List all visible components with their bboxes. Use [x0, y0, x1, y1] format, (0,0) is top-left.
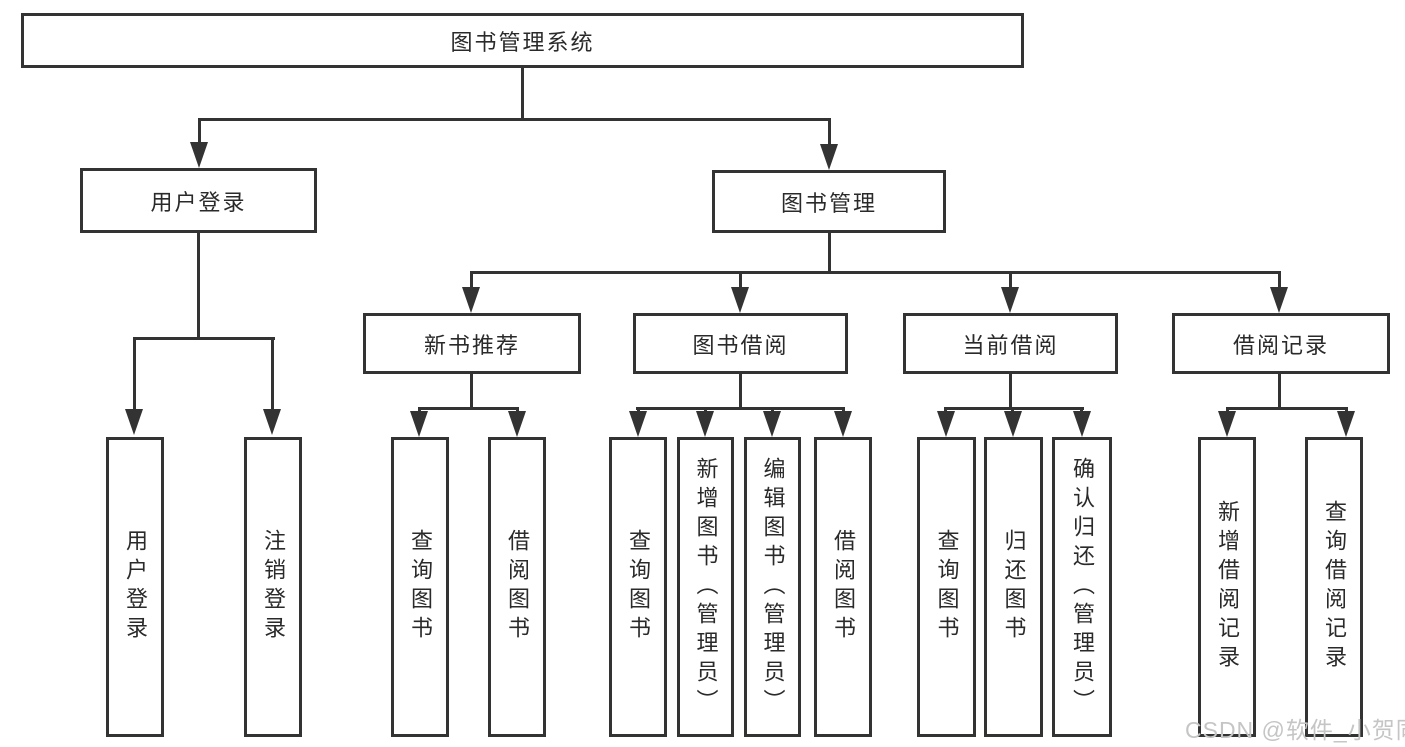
leaf-query-books-current-label: 查询图书: [934, 529, 960, 645]
node-user-login: 用户登录: [80, 168, 317, 233]
arrow-down-icon: [731, 287, 749, 313]
arrow-down-icon: [190, 142, 208, 168]
leaf-add-borrow-record-label: 新增借阅记录: [1215, 500, 1240, 674]
watermark: CSDN @软件_小贺同学: [1185, 717, 1405, 743]
arrow-down-icon: [1073, 411, 1091, 437]
connector-segment: [198, 118, 201, 146]
arrow-down-icon: [263, 409, 281, 435]
connector-segment: [1009, 374, 1012, 407]
leaf-borrow-books-recommend: 借阅图书: [488, 437, 546, 737]
leaf-query-borrow-record-label: 查询借阅记录: [1322, 500, 1347, 674]
leaf-borrow-books-borrowing: 借阅图书: [814, 437, 872, 737]
connector-segment: [739, 374, 742, 407]
connector-segment: [771, 407, 774, 413]
connector-segment: [197, 233, 200, 337]
arrow-down-icon: [125, 409, 143, 435]
connector-segment: [636, 407, 845, 410]
node-root: 图书管理系统: [21, 13, 1024, 68]
connector-segment: [470, 271, 1281, 274]
connector-segment: [271, 337, 274, 411]
arrow-down-icon: [937, 411, 955, 437]
node-current-borrowing: 当前借阅: [903, 313, 1118, 374]
connector-segment: [516, 407, 519, 413]
arrow-down-icon: [629, 411, 647, 437]
arrow-down-icon: [1004, 411, 1022, 437]
connector-segment: [470, 374, 473, 407]
leaf-add-borrow-record: 新增借阅记录: [1198, 437, 1256, 737]
leaf-query-books-recommend-label: 查询图书: [408, 529, 433, 645]
arrow-down-icon: [820, 144, 838, 170]
connector-segment: [418, 407, 421, 413]
node-book-management: 图书管理: [712, 170, 946, 233]
connector-segment: [470, 271, 473, 289]
arrow-down-icon: [1270, 287, 1288, 313]
leaf-borrow-books-recommend-label: 借阅图书: [505, 529, 530, 645]
connector-segment: [828, 118, 831, 146]
leaf-query-borrow-record: 查询借阅记录: [1305, 437, 1363, 737]
leaf-logout-label: 注销登录: [261, 529, 286, 645]
leaf-borrow-books-borrowing-label: 借阅图书: [831, 529, 856, 645]
connector-segment: [1011, 407, 1014, 413]
arrow-down-icon: [763, 411, 781, 437]
node-new-book-recommend-label: 新书推荐: [423, 332, 520, 358]
node-root-label: 图书管理系统: [450, 29, 595, 55]
arrow-down-icon: [1337, 411, 1355, 437]
node-book-management-label: 图书管理: [780, 190, 877, 216]
connector-segment: [1009, 271, 1012, 289]
connector-segment: [637, 407, 640, 413]
connector-segment: [134, 337, 275, 340]
connector-segment: [198, 118, 831, 121]
connector-segment: [842, 407, 845, 413]
node-borrow-records-label: 借阅记录: [1232, 332, 1329, 358]
arrow-down-icon: [1218, 411, 1236, 437]
leaf-query-books-current: 查询图书: [917, 437, 976, 737]
leaf-edit-books-admin-label: 编辑图书（管理员）: [760, 456, 786, 718]
connector-segment: [1278, 374, 1281, 407]
node-book-borrowing-label: 图书借阅: [692, 332, 789, 358]
node-borrow-records: 借阅记录: [1172, 313, 1390, 374]
node-book-borrowing: 图书借阅: [633, 313, 848, 374]
connector-segment: [704, 407, 707, 413]
connector-segment: [1226, 407, 1348, 410]
connector-segment: [1278, 271, 1281, 289]
leaf-query-books-recommend: 查询图书: [391, 437, 449, 737]
connector-segment: [944, 407, 947, 413]
leaf-confirm-return-admin-label: 确认归还（管理员）: [1070, 456, 1095, 718]
leaf-user-login: 用户登录: [106, 437, 164, 737]
arrow-down-icon: [508, 411, 526, 437]
node-current-borrowing-label: 当前借阅: [962, 332, 1059, 358]
leaf-user-login-label: 用户登录: [123, 529, 148, 645]
arrow-down-icon: [834, 411, 852, 437]
connector-segment: [133, 337, 136, 411]
arrow-down-icon: [696, 411, 714, 437]
arrow-down-icon: [462, 287, 480, 313]
connector-segment: [828, 233, 831, 271]
connector-segment: [418, 407, 519, 410]
leaf-add-books-admin-label: 新增图书（管理员）: [693, 456, 719, 718]
leaf-return-books: 归还图书: [984, 437, 1043, 737]
connector-segment: [739, 271, 742, 289]
node-user-login-label: 用户登录: [150, 189, 247, 215]
leaf-query-books-borrowing-label: 查询图书: [626, 529, 651, 645]
connector-segment: [944, 407, 1084, 410]
leaf-logout: 注销登录: [244, 437, 302, 737]
connector-segment: [1345, 407, 1348, 413]
connector-segment: [1226, 407, 1229, 413]
arrow-down-icon: [1001, 287, 1019, 313]
connector-segment: [1080, 407, 1083, 413]
arrow-down-icon: [410, 411, 428, 437]
leaf-query-books-borrowing: 查询图书: [609, 437, 667, 737]
node-new-book-recommend: 新书推荐: [363, 313, 581, 374]
leaf-edit-books-admin: 编辑图书（管理员）: [744, 437, 801, 737]
leaf-confirm-return-admin: 确认归还（管理员）: [1052, 437, 1112, 737]
connector-segment: [521, 68, 524, 118]
leaf-return-books-label: 归还图书: [1001, 529, 1027, 645]
leaf-add-books-admin: 新增图书（管理员）: [677, 437, 734, 737]
